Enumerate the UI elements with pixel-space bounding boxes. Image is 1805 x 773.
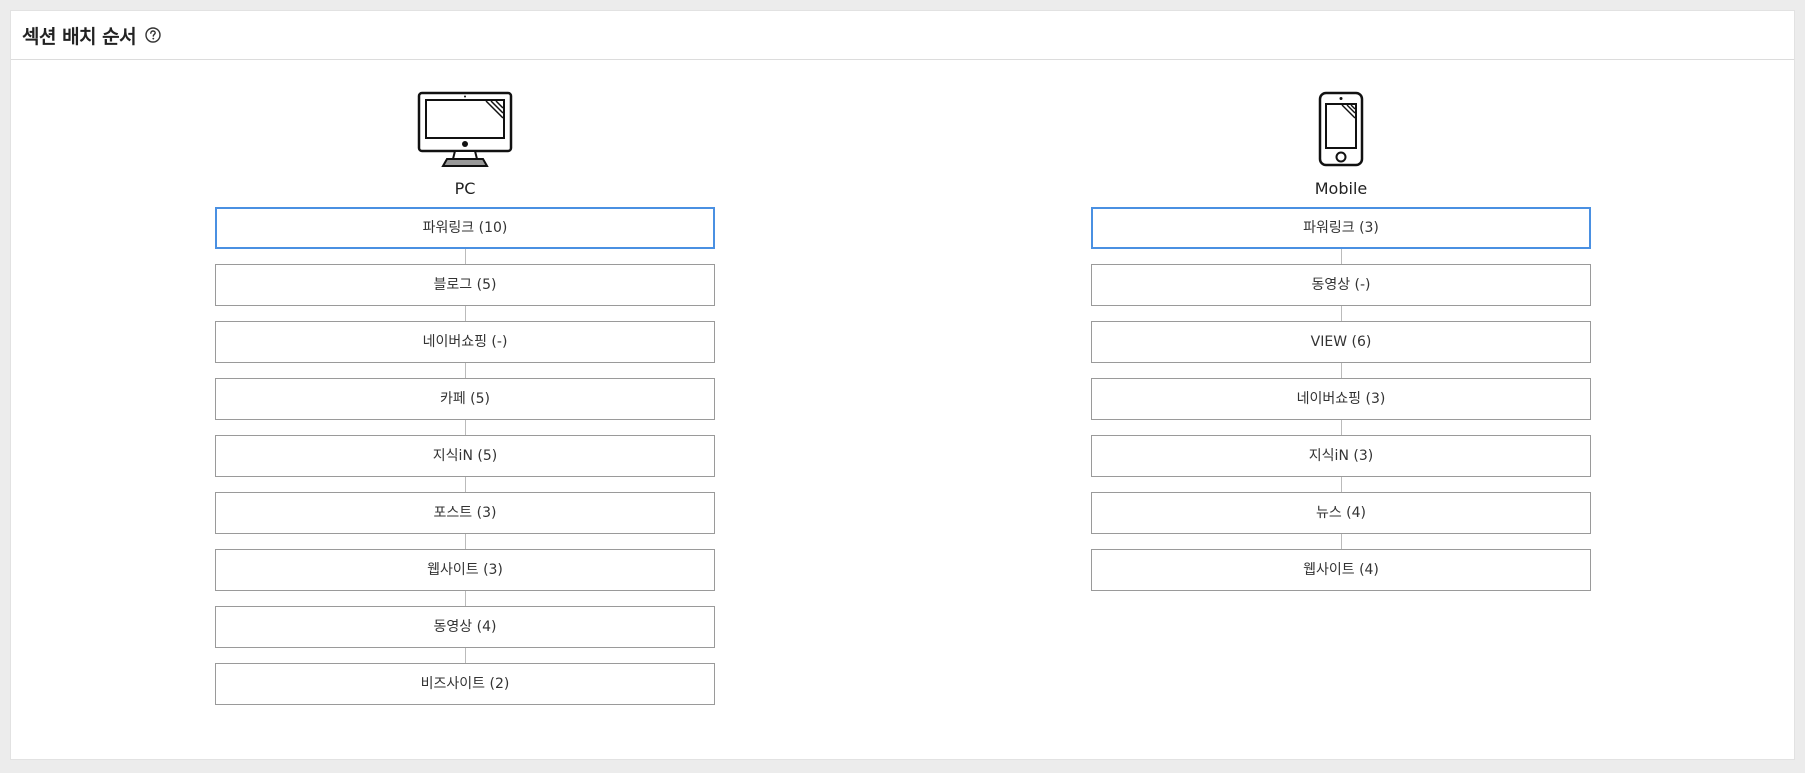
mobile-section-item[interactable]: 네이버쇼핑 (3) [1091, 378, 1591, 420]
connector-line [464, 249, 466, 264]
pc-section-item[interactable]: 파워링크 (10) [215, 207, 715, 249]
pc-column: PC 파워링크 (10) 블로그 (5) 네이버쇼핑 (-) 카페 (5) 지식iN (… [215, 91, 715, 705]
desktop-monitor-icon [417, 91, 513, 167]
pc-section-item[interactable]: 네이버쇼핑 (-) [215, 321, 715, 363]
mobile-section-item[interactable]: 뉴스 (4) [1091, 492, 1591, 534]
question-circle-icon[interactable] [144, 26, 162, 44]
connector-line [464, 420, 466, 435]
panel-header: 섹션 배치 순서 [11, 11, 1794, 60]
pc-section-item[interactable]: 지식iN (5) [215, 435, 715, 477]
mobile-section-item[interactable]: 파워링크 (3) [1091, 207, 1591, 249]
connector-line [464, 306, 466, 321]
pc-section-item[interactable]: 동영상 (4) [215, 606, 715, 648]
connector-line [1340, 249, 1342, 264]
connector-line [464, 534, 466, 549]
connector-line [1340, 306, 1342, 321]
connector-line [1340, 420, 1342, 435]
section-order-panel: 섹션 배치 순서 PC 파워링크 (10) 블로그 (5) 네이버쇼핑 (-) 카페 … [10, 10, 1795, 760]
pc-section-list: 파워링크 (10) 블로그 (5) 네이버쇼핑 (-) 카페 (5) 지식iN (5) 포… [215, 207, 715, 705]
mobile-column: Mobile 파워링크 (3) 동영상 (-) VIEW (6) 네이버쇼핑 (3) 지… [1091, 91, 1591, 591]
page-title: 섹션 배치 순서 [22, 25, 137, 48]
mobile-section-item[interactable]: 웹사이트 (4) [1091, 549, 1591, 591]
mobile-section-item[interactable]: 지식iN (3) [1091, 435, 1591, 477]
pc-section-item[interactable]: 비즈사이트 (2) [215, 663, 715, 705]
pc-section-item[interactable]: 포스트 (3) [215, 492, 715, 534]
mobile-label: Mobile [1314, 179, 1368, 198]
pc-label: PC [454, 179, 476, 198]
connector-line [1340, 534, 1342, 549]
connector-line [464, 363, 466, 378]
pc-section-item[interactable]: 웹사이트 (3) [215, 549, 715, 591]
pc-section-item[interactable]: 카페 (5) [215, 378, 715, 420]
connector-line [464, 591, 466, 606]
smartphone-icon [1318, 91, 1364, 167]
connector-line [464, 477, 466, 492]
mobile-section-item[interactable]: VIEW (6) [1091, 321, 1591, 363]
connector-line [1340, 363, 1342, 378]
mobile-section-list: 파워링크 (3) 동영상 (-) VIEW (6) 네이버쇼핑 (3) 지식iN (3)… [1091, 207, 1591, 591]
connector-line [464, 648, 466, 663]
pc-section-item[interactable]: 블로그 (5) [215, 264, 715, 306]
mobile-section-item[interactable]: 동영상 (-) [1091, 264, 1591, 306]
connector-line [1340, 477, 1342, 492]
